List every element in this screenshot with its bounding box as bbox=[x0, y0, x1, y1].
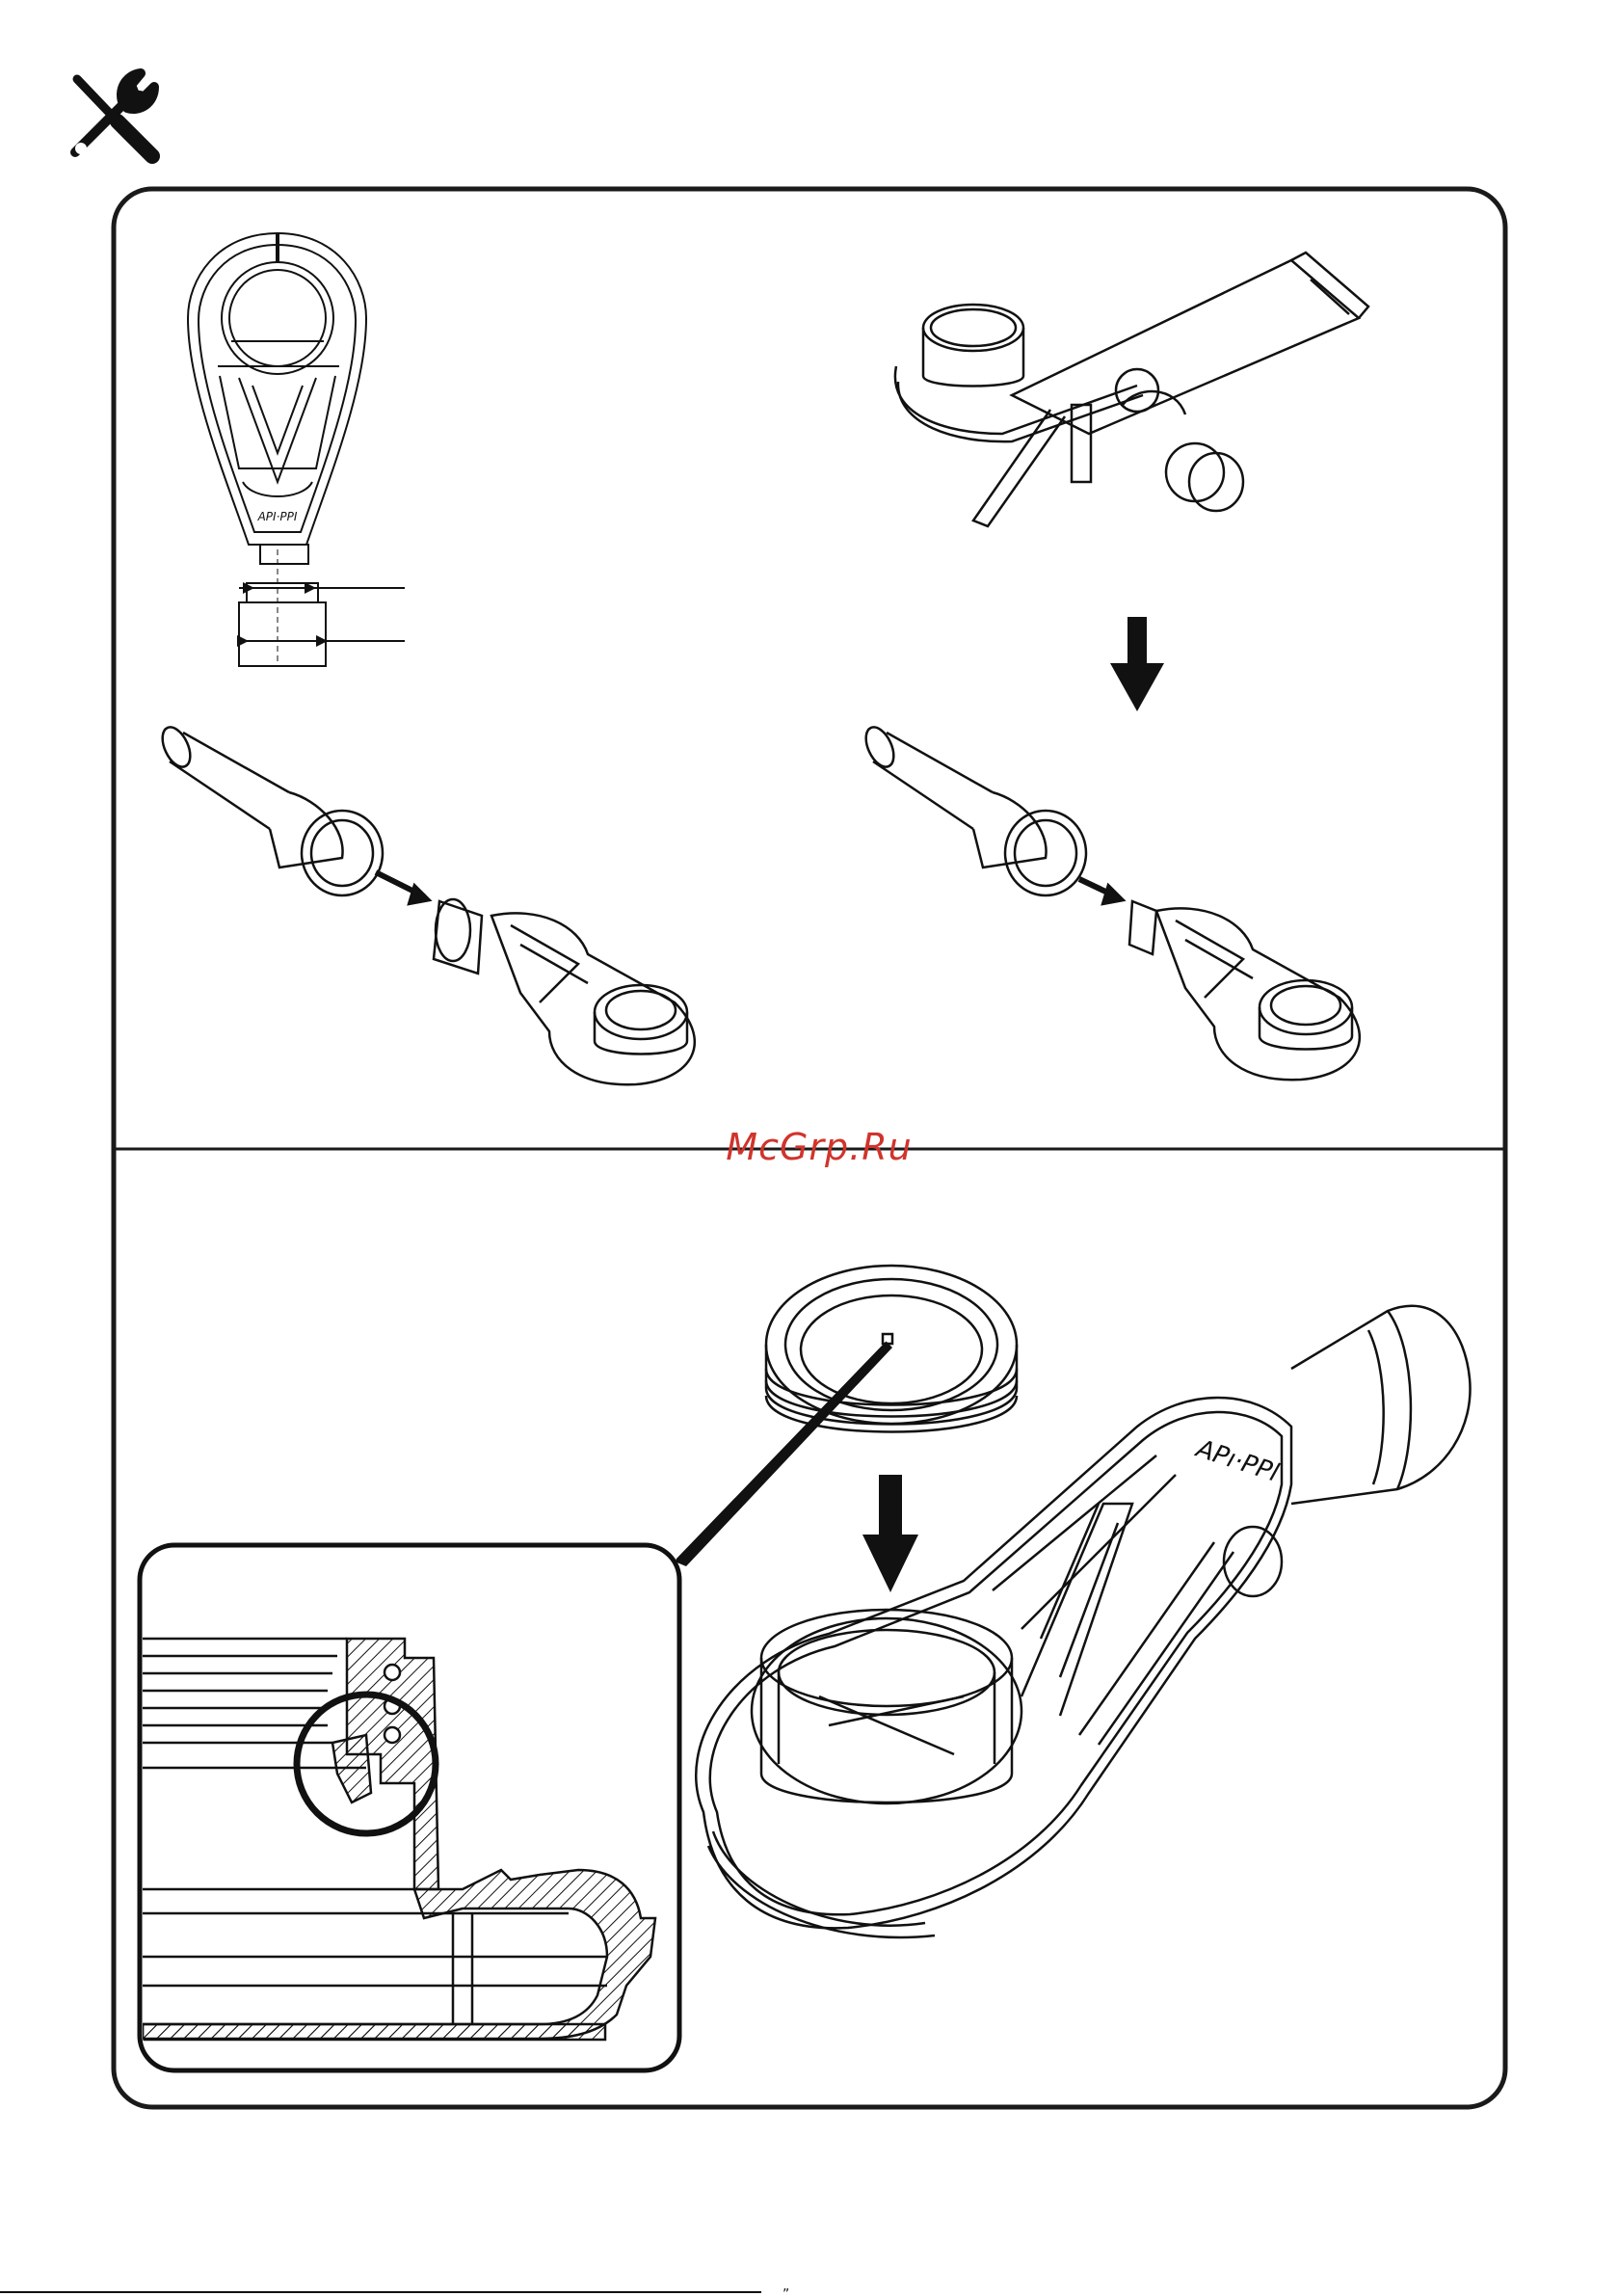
down-arrow-top bbox=[1110, 617, 1164, 711]
cutting-jig-drawing bbox=[895, 253, 1368, 526]
detail-leader bbox=[675, 1342, 892, 1566]
pipe-to-trap-right bbox=[861, 723, 1360, 1080]
dimension-diagram: API·PPI bbox=[188, 233, 405, 666]
pipe-to-trap-left bbox=[157, 723, 695, 1084]
brand-mark: APı·PPl bbox=[1191, 1434, 1283, 1488]
outlet-ring-drawing bbox=[766, 1266, 1017, 1432]
down-arrow-bottom bbox=[862, 1475, 918, 1592]
footer-page-mark: „ bbox=[782, 2279, 789, 2294]
seal-detail-inset bbox=[140, 1545, 679, 2070]
tools-icon bbox=[75, 73, 154, 156]
trap-body-drawing: APı·PPl bbox=[696, 1306, 1470, 1937]
watermark: McGrp.Ru bbox=[713, 1126, 925, 1168]
brand-mark-small: API·PPI bbox=[257, 510, 298, 523]
